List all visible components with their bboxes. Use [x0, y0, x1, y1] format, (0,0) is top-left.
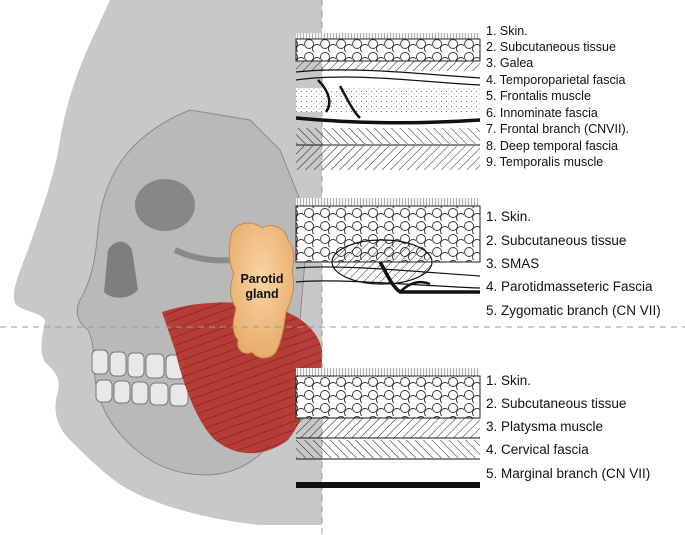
masseter-muscle [162, 302, 322, 454]
temporal-label-4: 4. Temporoparietal fascia [486, 73, 626, 87]
neck-label-2: 2. Subcutaneous tissue [486, 396, 627, 411]
midface-label-3: 3. SMAS [486, 256, 540, 271]
neck-label-5: 5. Marginal branch (CN VII) [486, 466, 651, 481]
midface-label-1: 1. Skin. [486, 209, 532, 224]
parotid-gland [228, 222, 295, 359]
temporal-label-1: 1. Skin. [486, 24, 528, 38]
neck-cross-section [295, 368, 481, 488]
neck-label-3: 3. Platysma muscle [486, 419, 604, 434]
temporal-label-9: 9. Temporalis muscle [486, 155, 604, 169]
parotid-label-line-1: Parotid [240, 272, 284, 286]
temporal-cross-section [295, 33, 481, 170]
parotid-label-line-2: gland [245, 287, 279, 301]
temporal-label-5: 5. Frontalis muscle [486, 89, 591, 103]
midface-label-2: 2. Subcutaneous tissue [486, 233, 627, 248]
temporal-label-7: 7. Frontal branch (CNVII). [486, 122, 630, 136]
temporal-label-6: 6. Innominate fascia [486, 106, 598, 120]
temporal-label-8: 8. Deep temporal fascia [486, 139, 619, 153]
parotid-label: Parotid gland [232, 272, 292, 302]
temporal-label-2: 2. Subcutaneous tissue [486, 40, 616, 54]
temporal-label-3: 3. Galea [486, 56, 534, 70]
midface-label-5: 5. Zygomatic branch (CN VII) [486, 303, 661, 318]
neck-label-1: 1. Skin. [486, 373, 532, 388]
midface-cross-section [295, 198, 481, 294]
eye-orbit [135, 179, 195, 231]
neck-label-4: 4. Cervical fascia [486, 442, 589, 457]
midface-label-4: 4. Parotidmasseteric Fascia [486, 279, 653, 294]
nasal-cavity [104, 241, 138, 298]
